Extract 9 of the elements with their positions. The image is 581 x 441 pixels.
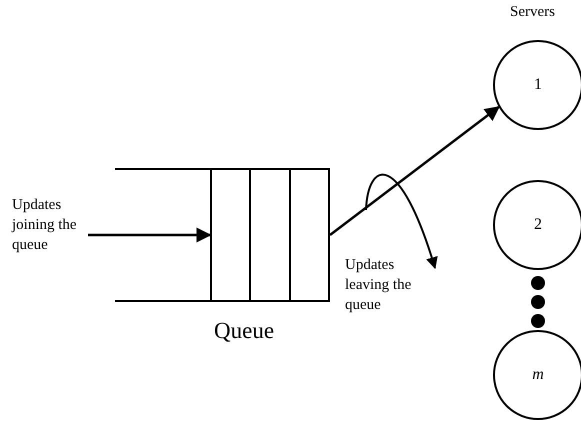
text-label: Updates joining the queue (12, 195, 102, 255)
arrow (329, 106, 500, 236)
group-label: Servers (510, 3, 556, 22)
server-circle: 1 (493, 40, 581, 130)
server-circle: 2 (493, 180, 581, 270)
text-label: Updates leaving the queue (345, 256, 412, 315)
server-circle: m (493, 330, 581, 420)
arrow (88, 228, 212, 242)
queue-label: Queue (214, 318, 274, 344)
